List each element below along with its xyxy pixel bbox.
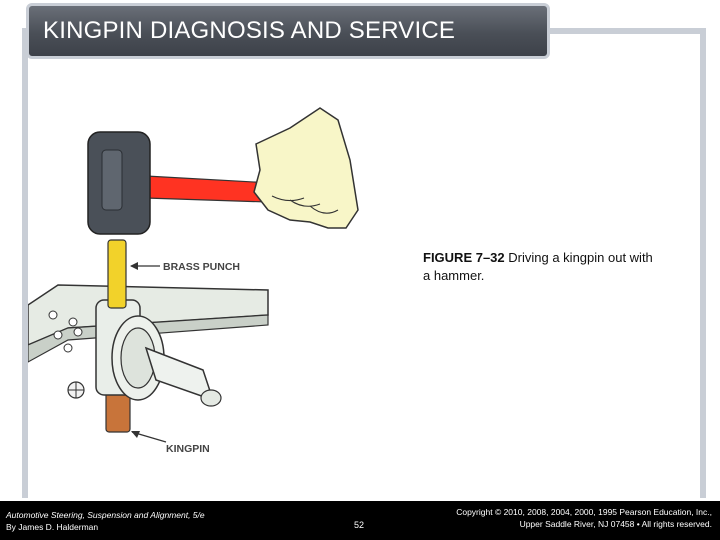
hand: [253, 107, 359, 229]
slide-title: KINGPIN DIAGNOSIS AND SERVICE: [43, 17, 456, 44]
footer-page-number: 52: [354, 520, 365, 530]
brass-punch: [107, 239, 127, 309]
footer-author: By James D. Halderman: [6, 522, 99, 532]
kingpin-callout: KINGPIN: [131, 431, 210, 455]
figure-number: FIGURE 7–32: [423, 250, 505, 265]
brass-punch-callout: BRASS PUNCH: [130, 261, 240, 273]
axle-beam: [28, 284, 269, 363]
footer-copyright-line2: Upper Saddle River, NJ 07458 • All right…: [519, 519, 712, 529]
figure-caption: FIGURE 7–32 Driving a kingpin out with a…: [423, 249, 663, 285]
kingpin-label: KINGPIN: [166, 443, 210, 455]
footer-book-title: Automotive Steering, Suspension and Alig…: [6, 510, 205, 520]
footer-book-info: Automotive Steering, Suspension and Alig…: [6, 509, 205, 533]
slide-frame-right: [700, 28, 706, 498]
steering-knuckle: [67, 299, 222, 407]
slide-title-box: KINGPIN DIAGNOSIS AND SERVICE: [26, 3, 550, 59]
footer-copyright-line1: Copyright © 2010, 2008, 2004, 2000, 1995…: [456, 507, 712, 517]
kingpin-illustration: BRASS PUNCH KINGPIN: [28, 107, 359, 455]
slide-frame-left: [22, 28, 28, 498]
slide-footer: Automotive Steering, Suspension and Alig…: [0, 501, 720, 540]
footer-copyright: Copyright © 2010, 2008, 2004, 2000, 1995…: [412, 506, 712, 530]
figure-caption-text: Driving a kingpin out with a hammer.: [423, 250, 653, 283]
brass-punch-label: BRASS PUNCH: [163, 261, 240, 273]
